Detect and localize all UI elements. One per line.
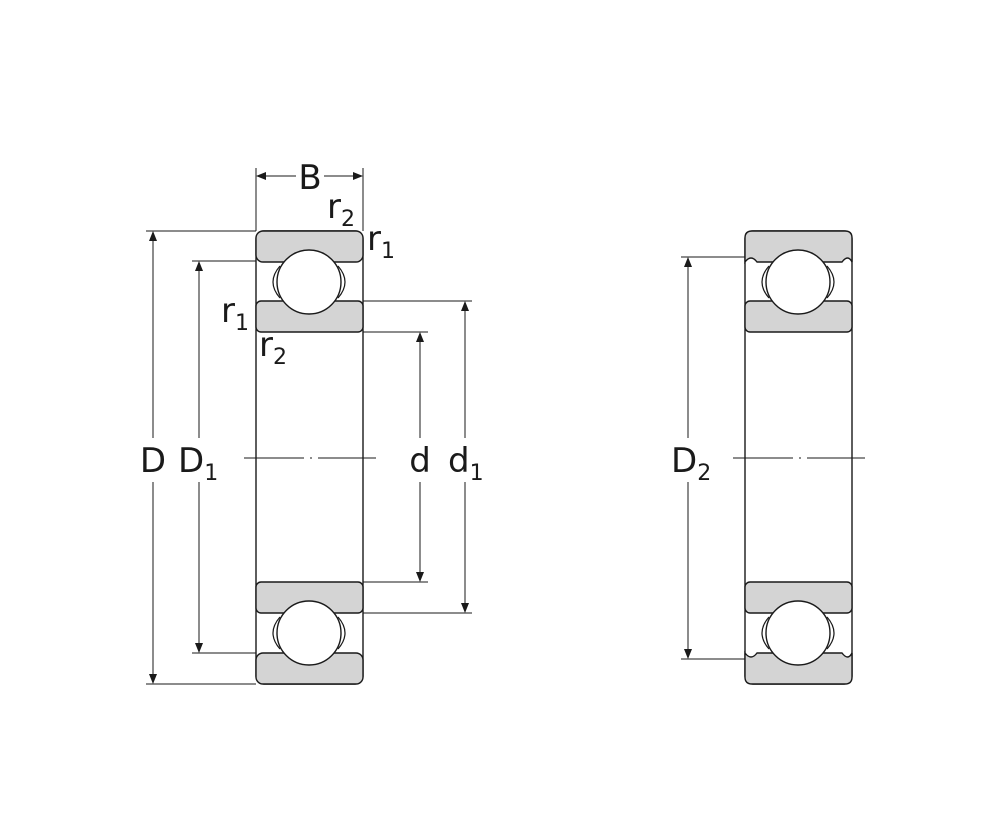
label-D: D (140, 441, 166, 481)
label-D1: D1 (178, 441, 218, 486)
left-bottom-ball (276, 600, 342, 666)
right-bottom-outer-ring (744, 650, 853, 685)
right-bearing (733, 230, 865, 685)
label-r2-left: r2 (259, 325, 287, 370)
label-B: B (298, 158, 321, 198)
left-labels: B r2 r1 r1 r2 D D1 d d1 (140, 158, 484, 486)
label-D2: D2 (671, 441, 711, 486)
right-top-outer-ring (744, 230, 853, 265)
label-d: d (409, 441, 431, 481)
label-r1-top: r1 (367, 219, 395, 264)
right-bottom-ball (765, 600, 831, 666)
label-r2-top: r2 (327, 187, 355, 232)
label-d1: d1 (448, 441, 484, 486)
left-top-ball (276, 249, 342, 315)
left-bearing (244, 230, 376, 685)
right-dimensions: D2 (671, 256, 745, 660)
label-r1-left: r1 (221, 291, 249, 336)
left-dimensions (146, 168, 472, 685)
right-top-ball (765, 249, 831, 315)
